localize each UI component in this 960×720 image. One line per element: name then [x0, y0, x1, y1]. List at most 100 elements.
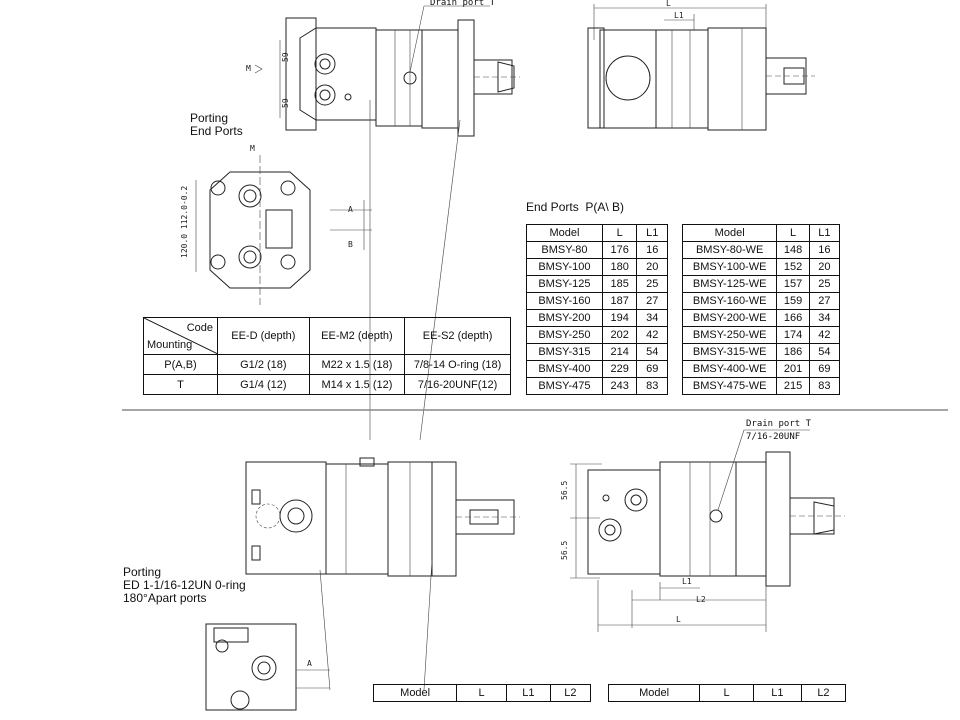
model-cell: BMSY-475	[526, 377, 603, 395]
port-a-label: A	[348, 205, 353, 214]
header-mounting: Mounting	[147, 339, 193, 351]
model-cell: BMSY-125	[526, 275, 603, 293]
model-cell: BMSY-80	[526, 241, 603, 259]
col-header: EE-M2 (depth)	[308, 317, 406, 355]
column-header: L1	[636, 224, 668, 242]
motor-side-view-top-right	[587, 4, 815, 131]
port-code-table: Code Mounting EE-D (depth) EE-M2 (depth)…	[142, 317, 511, 395]
dim-l1-bottom: L1	[682, 577, 692, 586]
model-cell: BMSY-250	[526, 326, 603, 344]
value-cell: 16	[636, 241, 668, 259]
drain-port-top-label: Drain port T	[430, 0, 496, 8]
cell: 7/8-14 O-ring (18)	[404, 354, 511, 375]
column-header: Model	[526, 224, 603, 242]
value-cell: 166	[776, 309, 810, 327]
mount-cell: T	[142, 374, 219, 395]
dim-59-b: 59	[281, 98, 290, 108]
value-cell: 54	[636, 343, 668, 361]
value-cell: 157	[776, 275, 810, 293]
value-cell: 159	[776, 292, 810, 310]
value-cell: 201	[776, 360, 810, 378]
value-cell: 20	[636, 258, 668, 276]
drain-port-bottom-label: Drain port T	[746, 419, 812, 429]
value-cell: 194	[601, 309, 638, 327]
model-cell: BMSY-160	[526, 292, 603, 310]
porting-end-ports-label: Porting End Ports	[190, 111, 243, 138]
end-ports-title: End Ports P(A\ B)	[526, 200, 625, 214]
cell: G1/4 (12)	[217, 374, 310, 395]
value-cell: 34	[808, 309, 841, 327]
dim-56-5-b: 56.5	[560, 540, 569, 560]
model-cell: BMSY-475-WE	[681, 377, 778, 395]
model-cell: BMSY-400	[526, 360, 603, 378]
model-cell: BMSY-100	[526, 258, 603, 276]
model-cell: BMSY-100-WE	[681, 258, 778, 276]
value-cell: 25	[636, 275, 668, 293]
code-mounting-header: Code Mounting	[142, 317, 219, 355]
value-cell: 202	[601, 326, 638, 344]
column-header: L	[601, 224, 638, 242]
value-cell: 34	[636, 309, 668, 327]
diagonal-divider	[144, 318, 218, 354]
model-cell: BMSY-250-WE	[681, 326, 778, 344]
column-header: L1	[752, 684, 802, 702]
value-cell: 25	[808, 275, 841, 293]
value-cell: 229	[601, 360, 638, 378]
port-b-label: B	[348, 240, 353, 249]
value-cell: 174	[776, 326, 810, 344]
cell: 7/16-20UNF(12)	[404, 374, 511, 395]
value-cell: 215	[776, 377, 810, 395]
column-header: Model	[607, 684, 701, 702]
drain-thread-label: 7/16-20UNF	[746, 432, 801, 442]
value-cell: 83	[636, 377, 668, 395]
column-header: L	[456, 684, 507, 702]
m-label-top: M	[246, 64, 251, 73]
dim-l-bottom: L	[676, 615, 681, 624]
motor-side-view-bottom-left	[245, 457, 520, 691]
col-header: EE-S2 (depth)	[404, 317, 511, 355]
col-header: EE-D (depth)	[217, 317, 310, 355]
dim-l-top: L	[666, 0, 671, 8]
model-cell: BMSY-315	[526, 343, 603, 361]
value-cell: 27	[808, 292, 841, 310]
column-header: L1	[505, 684, 551, 702]
dim-l1-top: L1	[674, 11, 684, 20]
port-a-label-bottom: A	[307, 659, 312, 668]
value-cell: 148	[776, 241, 810, 259]
motor-front-view-bottom	[205, 623, 330, 711]
model-cell: BMSY-400-WE	[681, 360, 778, 378]
mount-cell: P(A,B)	[142, 354, 219, 375]
motor-front-view	[195, 155, 372, 305]
porting-ed-label: Porting ED 1-1/16-12UN 0-ring 180°Apart …	[123, 565, 246, 605]
header-code: Code	[186, 322, 214, 334]
column-header: L2	[800, 684, 847, 702]
m-label-front: M	[250, 144, 255, 153]
column-header: L	[776, 224, 810, 242]
column-header: L1	[808, 224, 841, 242]
value-cell: 243	[601, 377, 638, 395]
value-cell: 180	[601, 258, 638, 276]
value-cell: 214	[601, 343, 638, 361]
value-cell: 42	[636, 326, 668, 344]
value-cell: 20	[808, 258, 841, 276]
value-cell: 185	[601, 275, 638, 293]
column-header: Model	[372, 684, 458, 702]
column-header: L2	[549, 684, 592, 702]
